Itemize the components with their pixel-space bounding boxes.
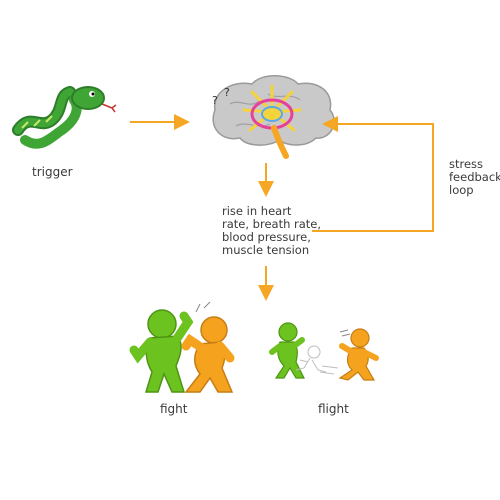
stress-feedback-loop-label: stress feedback loop [449,158,500,197]
flight-illustration [269,322,379,381]
svg-text:?: ? [212,94,218,107]
fight-label: fight [160,402,188,416]
response-line: rise in heart [222,204,292,218]
loop-line: loop [449,183,474,197]
response-line: rate, breath rate, [222,217,322,231]
trigger-label: trigger [32,165,73,179]
fight-illustration [129,301,235,393]
flight-label: flight [318,402,349,416]
loop-line: feedback [449,170,500,184]
brain-icon: ? ? [212,75,335,159]
feedback-loop-arrow [312,116,434,232]
svg-text:?: ? [224,86,230,99]
snake-icon [12,86,117,149]
physiological-response-text: rise in heart rate, breath rate, blood p… [222,205,321,257]
response-line: blood pressure, [222,230,311,244]
loop-line: stress [449,157,484,171]
response-line: muscle tension [222,243,310,257]
